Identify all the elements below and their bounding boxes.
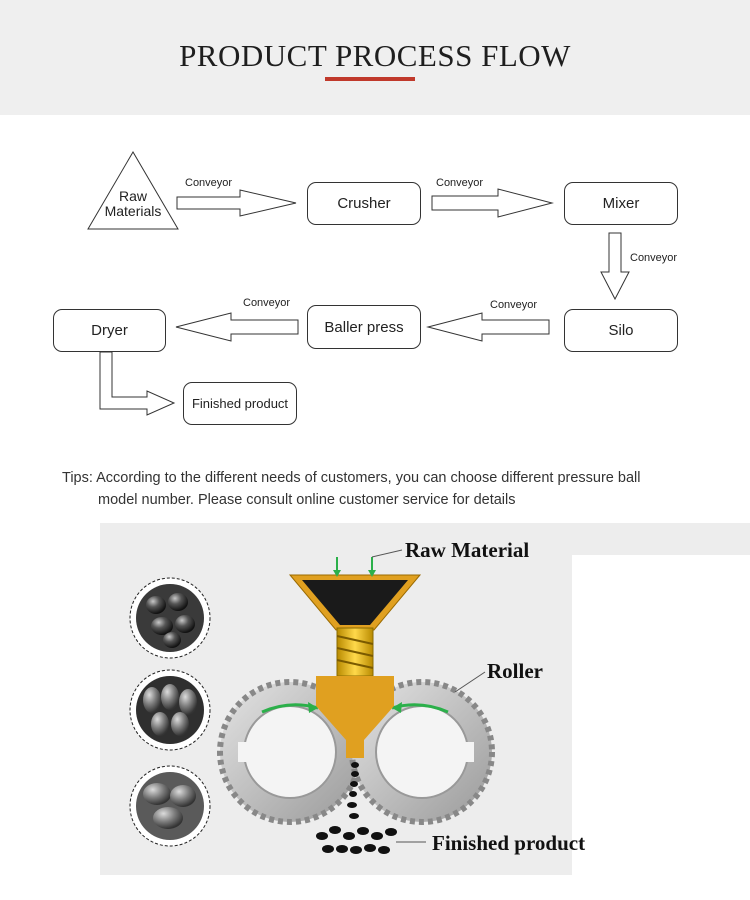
tips-line-2: model number. Please consult online cust… <box>98 492 516 508</box>
left-roller <box>217 679 363 825</box>
sample-circle-2 <box>129 669 211 751</box>
baller-press-label: Baller press <box>324 318 404 336</box>
raw-material-leader-line <box>371 549 403 558</box>
tips-text: Tips: According to the different needs o… <box>62 467 702 511</box>
conveyor-label-1: Conveyor <box>185 177 233 189</box>
conveyor-label-4: Conveyor <box>490 299 538 311</box>
roller-label: Roller <box>487 659 543 683</box>
finished-product-machine-label: Finished product <box>432 831 586 855</box>
conveyor-label-2: Conveyor <box>436 177 484 189</box>
dryer-box: Dryer <box>53 309 166 352</box>
arrow-crusher-to-mixer <box>431 188 554 218</box>
sample-circle-1 <box>129 577 211 659</box>
roller-leader-line <box>454 671 486 693</box>
arrow-silo-to-baller <box>426 312 550 342</box>
crusher-label: Crusher <box>337 195 391 212</box>
sample-circle-3 <box>129 765 211 847</box>
right-roller <box>349 679 495 825</box>
hopper <box>288 574 422 758</box>
illustration-white-panel <box>572 555 750 875</box>
arrow-raw-to-crusher <box>176 189 297 217</box>
mixer-label: Mixer <box>602 195 640 212</box>
process-flow-diagram <box>87 151 630 416</box>
crusher-box: Crusher <box>307 182 421 225</box>
conveyor-label-3: Conveyor <box>630 252 678 264</box>
tips-prefix: Tips: <box>62 470 93 486</box>
page-title: PRODUCT PROCESS FLOW <box>179 38 571 73</box>
raw-materials-triangle <box>87 151 179 230</box>
finished-balls <box>316 762 397 854</box>
silo-box: Silo <box>564 309 678 352</box>
raw-materials-label: Raw Materials <box>104 188 162 219</box>
tips-line-1: According to the different needs of cust… <box>96 470 641 486</box>
conveyor-label-5: Conveyor <box>243 297 291 309</box>
silo-label: Silo <box>608 322 634 339</box>
arrow-baller-to-dryer <box>175 312 299 342</box>
header-band <box>0 0 750 115</box>
raw-material-label: Raw Material <box>405 538 530 562</box>
arrow-dryer-to-finished <box>99 351 176 416</box>
title-underline <box>325 77 415 81</box>
baller-press-box: Baller press <box>307 305 421 349</box>
dryer-label: Dryer <box>91 322 128 339</box>
arrow-mixer-to-silo <box>600 232 630 301</box>
finished-product-label: Finished product <box>191 396 289 411</box>
mixer-box: Mixer <box>564 182 678 225</box>
finished-product-box: Finished product <box>183 382 297 425</box>
